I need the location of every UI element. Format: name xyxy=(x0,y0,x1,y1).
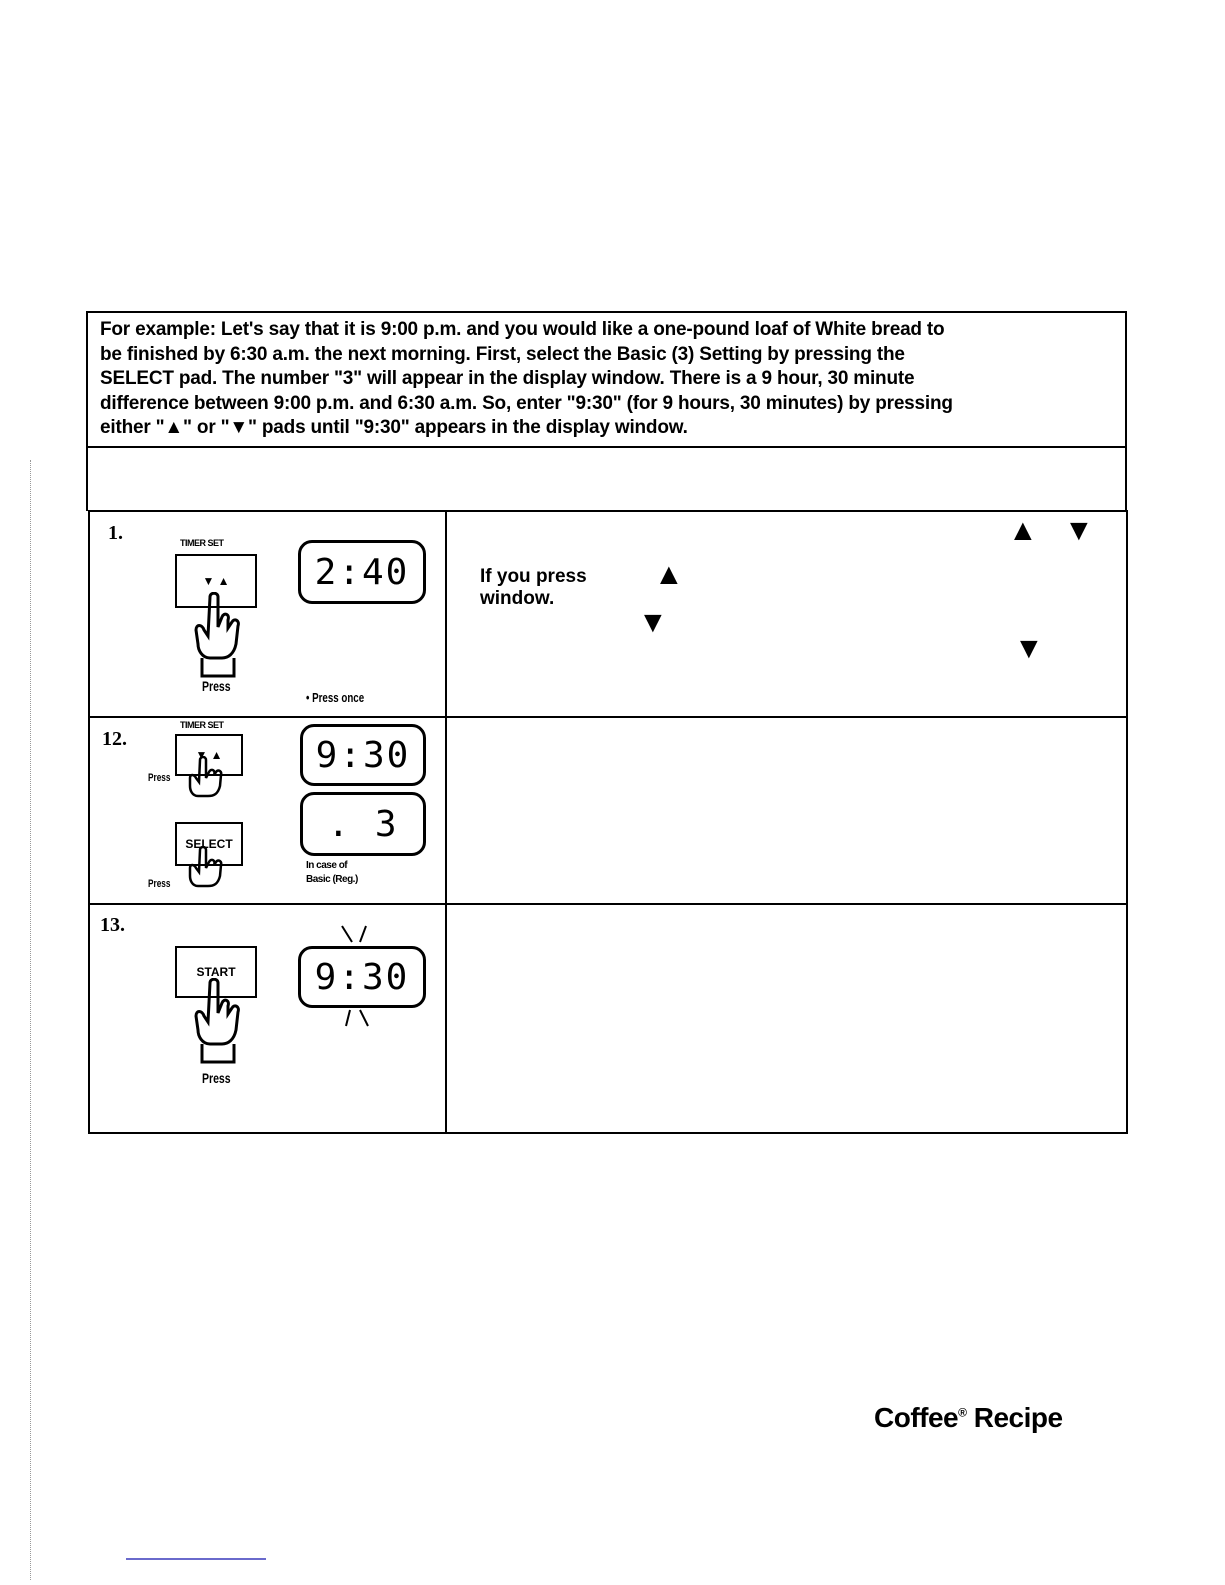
step-number: 1. xyxy=(108,522,123,544)
timer-set-keypad: ▼ ▲ xyxy=(175,734,243,776)
select-key: SELECT xyxy=(175,822,243,866)
press-label: Press xyxy=(148,878,171,890)
intro-line: be finished by 6:30 a.m. the next mornin… xyxy=(100,343,905,365)
down-triangle-icon: ▼ xyxy=(1014,632,1044,665)
press-label: Press xyxy=(202,1070,231,1086)
row-divider xyxy=(88,716,1128,718)
intro-top-border xyxy=(86,311,1126,313)
pointing-hand-icon xyxy=(194,592,240,678)
lcd-display-blinking: 9:30 xyxy=(298,946,426,1008)
step-text: window. xyxy=(480,588,555,609)
keypad-label: TIMER SET xyxy=(180,720,224,730)
table-top-border xyxy=(88,510,1128,512)
table-bottom-border xyxy=(88,1132,1128,1134)
step-number: 13. xyxy=(100,914,125,936)
steps-table: 1. TIMER SET ▼ ▲ Press 2:40 • Press once… xyxy=(88,510,1128,1134)
up-triangle-icon: ▲ xyxy=(654,558,684,591)
step-number: 12. xyxy=(102,728,127,750)
basic-note: In case of xyxy=(306,860,348,871)
table-left-border xyxy=(88,510,90,1134)
intro-line: For example: Let's say that it is 9:00 p… xyxy=(100,319,945,340)
down-triangle-icon: ▼ xyxy=(1064,514,1094,547)
pointing-hand-icon xyxy=(188,756,223,798)
press-label: Press xyxy=(148,772,171,784)
row-divider xyxy=(88,903,1128,905)
intro-underline xyxy=(86,446,1126,448)
registered-mark: ® xyxy=(958,1405,967,1420)
scan-edge xyxy=(30,460,31,1580)
table-right-border xyxy=(1126,510,1128,1134)
lcd-display: 2:40 xyxy=(298,540,426,604)
down-triangle-icon: ▼ xyxy=(638,606,668,639)
intro-left-border xyxy=(86,311,88,511)
brand-logo: Coffee® Recipe xyxy=(874,1402,1063,1434)
intro-line: either "▲" or "▼" pads until "9:30" appe… xyxy=(100,417,688,438)
lcd-display-mode: . 3 xyxy=(300,792,426,856)
lcd-display: 9:30 xyxy=(300,724,426,786)
pointing-hand-icon xyxy=(194,978,240,1064)
intro-right-border xyxy=(1125,311,1127,511)
press-once-note: • Press once xyxy=(306,690,365,705)
brand-name: Coffee xyxy=(874,1402,959,1433)
bottom-rule xyxy=(126,1558,266,1560)
timer-set-keypad: ▼ ▲ xyxy=(175,554,257,608)
start-key: START xyxy=(175,946,257,998)
column-divider xyxy=(445,510,447,1134)
brand-suffix: Recipe xyxy=(973,1402,1063,1433)
keypad-label: TIMER SET xyxy=(180,538,224,548)
step-text: If you press xyxy=(480,566,587,587)
intro-paragraph: For example: Let's say that it is 9:00 p… xyxy=(100,318,1110,441)
up-triangle-icon: ▲ xyxy=(1008,514,1038,547)
pointing-hand-icon xyxy=(188,846,223,888)
basic-note: Basic (Reg.) xyxy=(306,874,358,885)
blink-rays-icon xyxy=(341,925,369,1027)
intro-line: SELECT pad. The number "3" will appear i… xyxy=(100,368,915,389)
press-label: Press xyxy=(202,678,231,694)
intro-line: difference between 9:00 p.m. and 6:30 a.… xyxy=(100,392,953,414)
